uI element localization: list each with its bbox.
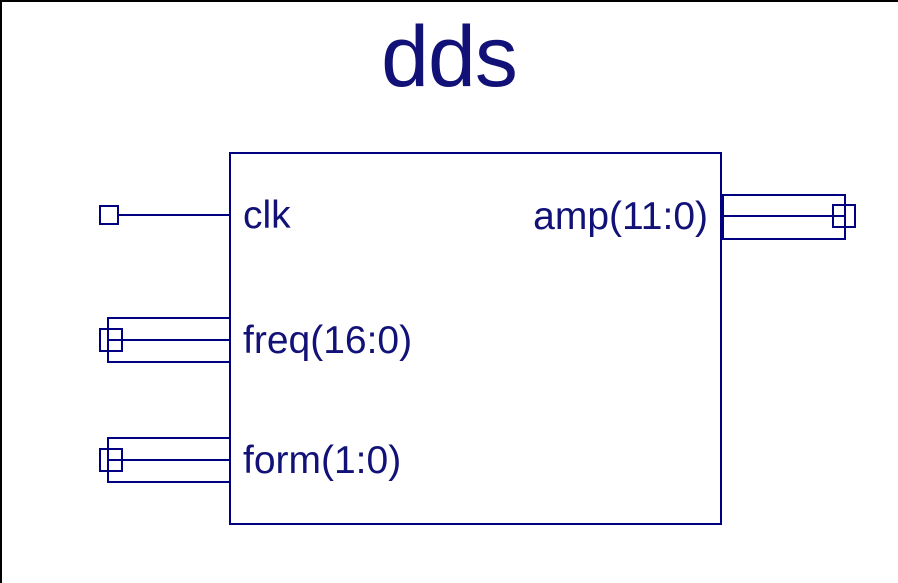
port-label-freq: freq(16:0) [243, 319, 413, 362]
port-amp[interactable] [721, 194, 856, 240]
frame-left-rule [0, 0, 2, 583]
port-label-form: form(1:0) [243, 439, 402, 482]
frame-top-rule [0, 0, 898, 2]
port-clk[interactable] [99, 205, 230, 225]
port-amp-terminal[interactable] [832, 204, 856, 228]
port-form-terminal[interactable] [99, 448, 123, 472]
port-label-clk: clk [243, 194, 291, 237]
port-form[interactable] [99, 437, 231, 483]
diagram-title: dds [381, 9, 518, 105]
port-clk-terminal[interactable] [99, 205, 119, 225]
port-freq-terminal[interactable] [99, 328, 123, 352]
port-freq[interactable] [99, 317, 231, 363]
port-label-amp: amp(11:0) [533, 195, 708, 238]
